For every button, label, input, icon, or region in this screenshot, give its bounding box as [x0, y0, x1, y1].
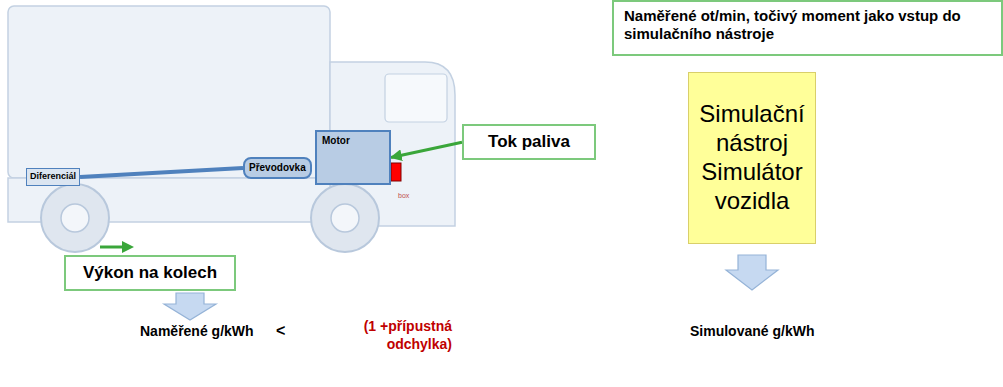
node-text: Diferenciál [30, 171, 76, 182]
comparison-sign: < [276, 321, 285, 341]
node-text: Převodovka [249, 162, 306, 174]
down-arrow [726, 255, 778, 290]
fuel-flow-box: Tok paliva [462, 124, 596, 160]
drive-shaft [80, 168, 243, 177]
tolerance-note: (1 +přípustná odchylka) [320, 318, 452, 353]
differential-box: Diferenciál [26, 168, 80, 186]
rear-wheel [41, 184, 109, 252]
fuel-arrow [391, 142, 462, 157]
node-text: Tok paliva [472, 132, 586, 152]
rear-wheel-hub [61, 204, 89, 232]
node-text: Motor [322, 135, 384, 147]
wheel-power-box: Výkon na kolech [64, 255, 236, 291]
engine-box: Motor [315, 130, 391, 185]
cab-window [385, 74, 447, 122]
cargo-box [8, 6, 330, 178]
node-text: Výkon na kolech [74, 263, 226, 283]
measured-value: Naměřené g/kWh [140, 323, 254, 341]
part-label: box [398, 192, 409, 201]
front-wheel [311, 184, 379, 252]
input-note-box: Naměřené ot/min, točivý moment jako vstu… [612, 0, 1003, 56]
simulator-box: Simulační nástrojSimulátor vozidla [688, 72, 816, 244]
front-wheel-hub [331, 204, 359, 232]
simulated-value: Simulované g/kWh [690, 323, 814, 341]
node-text: Simulační nástroj [695, 100, 809, 158]
gearbox-box: Převodovka [243, 157, 312, 179]
exhaust-box [391, 163, 401, 181]
power-arrow-head [122, 241, 134, 253]
power-arrow [100, 246, 124, 249]
node-text: Simulátor vozidla [695, 158, 809, 216]
down-arrow [164, 293, 216, 320]
node-text: Naměřené ot/min, točivý moment jako vstu… [624, 7, 991, 43]
